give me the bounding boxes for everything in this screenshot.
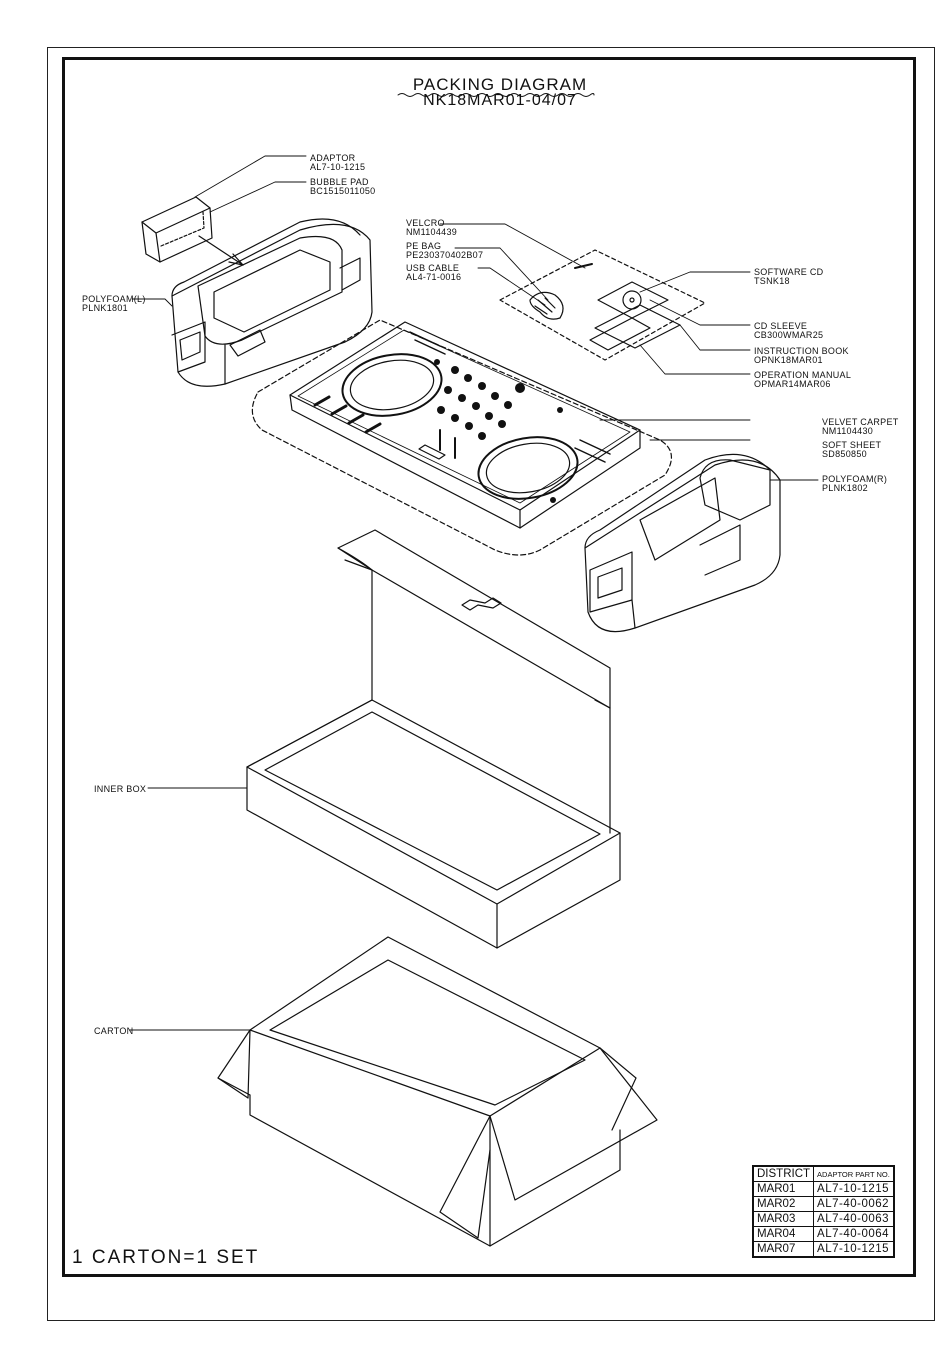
velvet-carpet-name: VELVET CARPET — [822, 417, 899, 427]
cd-sleeve-code: CB300WMAR25 — [754, 330, 824, 340]
pe-bag-label: PE BAG PE230370402B07 — [406, 242, 483, 260]
polyfoam-left-label: POLYFOAM(L) PLNK1801 — [82, 295, 146, 313]
table-row: MAR04 AL7-40-0064 — [752, 1226, 895, 1242]
polyfoam-right-code: PLNK1802 — [822, 483, 868, 493]
polyfoam-left-code: PLNK1801 — [82, 303, 128, 313]
adaptor-drawing — [141, 196, 213, 263]
table-cell-district: MAR03 — [752, 1211, 815, 1227]
insert-arrow — [198, 235, 244, 266]
mixer-knobs — [434, 359, 563, 503]
velvet-carpet-code: NM1104430 — [822, 426, 874, 436]
cd-sleeve-label: CD SLEEVE CB300WMAR25 — [754, 322, 823, 340]
instruction-book-code: OPNK18MAR01 — [754, 355, 823, 365]
table-cell-district: MAR04 — [752, 1226, 815, 1242]
soft-sheet-code: SD850850 — [822, 449, 867, 459]
inner-box-drawing — [246, 529, 621, 949]
table-cell-district: MAR07 — [752, 1241, 815, 1258]
velcro-name: VELCRO — [406, 218, 445, 228]
operation-manual-code: OPMAR14MAR06 — [754, 379, 831, 389]
carton-set-note: 1 CARTON=1 SET — [72, 1247, 260, 1268]
usb-cable-code: AL4-71-0016 — [406, 272, 462, 282]
table-header-district: DISTRICT — [752, 1165, 815, 1182]
leader-lines — [129, 155, 819, 1031]
velvet-carpet-label: VELVET CARPET NM1104430 — [822, 418, 899, 436]
adaptor-code: AL7-10-1215 — [310, 162, 366, 172]
polyfoam-right-name: POLYFOAM(R) — [822, 474, 888, 484]
instruction-book-name: INSTRUCTION BOOK — [754, 346, 849, 356]
software-cd-name: SOFTWARE CD — [754, 267, 824, 277]
soft-sheet-label: SOFT SHEET SD850850 — [822, 441, 881, 459]
velcro-label: VELCRO NM1104439 — [406, 219, 457, 237]
table-row: MAR03 AL7-40-0063 — [752, 1211, 895, 1227]
carton-name: CARTON — [94, 1026, 134, 1036]
table-cell-part: AL7-10-1215 — [813, 1181, 895, 1197]
table-row: MAR07 AL7-10-1215 — [752, 1241, 895, 1258]
pe-bag-name: PE BAG — [406, 241, 442, 251]
title-text: PACKING DIAGRAM — [412, 75, 588, 94]
adaptor-label: ADAPTOR AL7-10-1215 — [310, 154, 365, 172]
accessories-drawing — [529, 263, 681, 351]
carton-label: CARTON — [94, 1027, 133, 1036]
polyfoam-left-name: POLYFOAM(L) — [82, 294, 146, 304]
dj-controller-drawing — [289, 321, 641, 529]
table-header-row: DISTRICT ADAPTOR PART NO. — [752, 1165, 895, 1182]
table-cell-district: MAR02 — [752, 1196, 815, 1212]
drawing-frame — [62, 57, 916, 1277]
outer-border — [47, 47, 935, 1321]
operation-manual-label: OPERATION MANUAL OPMAR14MAR06 — [754, 371, 851, 389]
table-cell-part: AL7-40-0062 — [813, 1196, 895, 1212]
table-cell-district: MAR01 — [752, 1181, 815, 1197]
bubble-pad-name: BUBBLE PAD — [310, 177, 369, 187]
bubble-pad-code: BC1515011050 — [310, 186, 376, 196]
table-cell-part: AL7-40-0064 — [813, 1226, 895, 1242]
table-cell-part: AL7-40-0063 — [813, 1211, 895, 1227]
title-underline — [397, 93, 595, 97]
table-cell-part: AL7-10-1215 — [813, 1241, 895, 1258]
polyfoam-right-label: POLYFOAM(R) PLNK1802 — [822, 475, 887, 493]
polyfoam-left-drawing — [171, 218, 373, 387]
soft-sheet-name: SOFT SHEET — [822, 440, 882, 450]
polyfoam-right-drawing — [584, 453, 781, 633]
operation-manual-name: OPERATION MANUAL — [754, 370, 852, 380]
instruction-book-label: INSTRUCTION BOOK OPNK18MAR01 — [754, 347, 849, 365]
carton-drawing — [217, 936, 658, 1247]
cd-sleeve-name: CD SLEEVE — [754, 321, 808, 331]
pe-bag-code: PE230370402B07 — [406, 250, 484, 260]
table-row: MAR01 AL7-10-1215 — [752, 1181, 895, 1197]
table-header-adaptor-part: ADAPTOR PART NO. — [813, 1165, 895, 1182]
table-row: MAR02 AL7-40-0062 — [752, 1196, 895, 1212]
district-adaptor-table: DISTRICT ADAPTOR PART NO. MAR01 AL7-10-1… — [752, 1165, 895, 1258]
soft-sheet-outline — [251, 319, 672, 556]
inner-box-label: INNER BOX — [94, 785, 146, 794]
usb-cable-name: USB CABLE — [406, 263, 460, 273]
adaptor-name: ADAPTOR — [310, 153, 356, 163]
software-cd-label: SOFTWARE CD TSNK18 — [754, 268, 823, 286]
velcro-code: NM1104439 — [406, 227, 458, 237]
accessory-group-outline — [499, 249, 706, 361]
inner-box-name: INNER BOX — [94, 784, 147, 794]
bubble-pad-label: BUBBLE PAD BC1515011050 — [310, 178, 376, 196]
usb-cable-label: USB CABLE AL4-71-0016 — [406, 264, 461, 282]
software-cd-code: TSNK18 — [754, 276, 790, 286]
